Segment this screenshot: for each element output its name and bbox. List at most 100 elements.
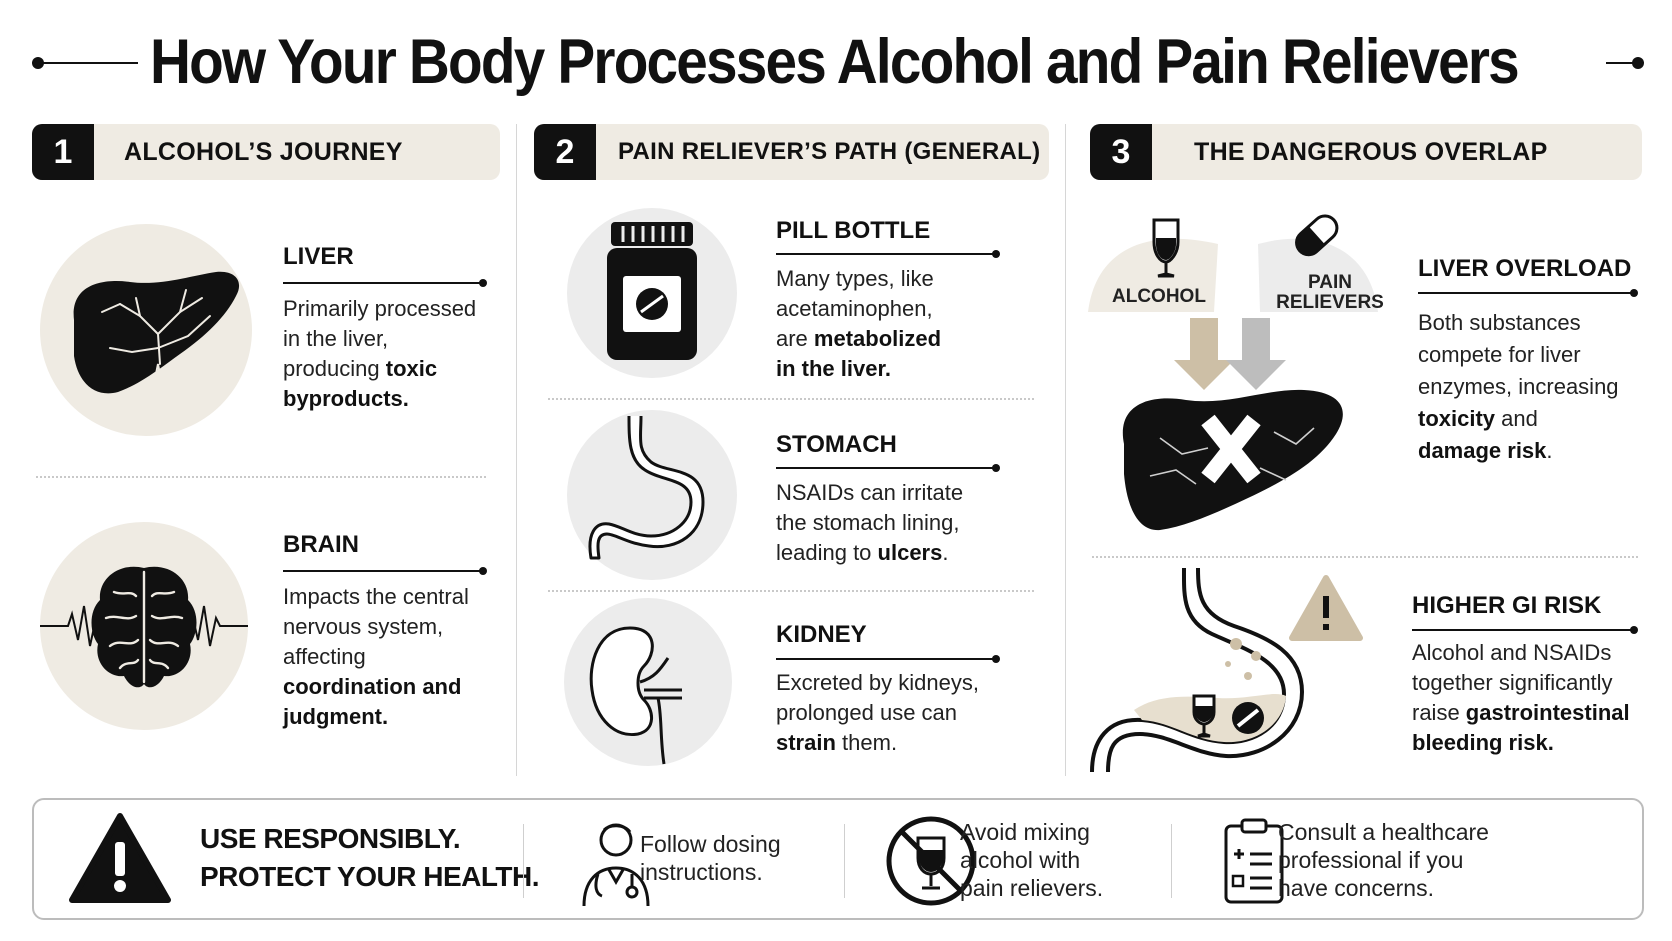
liver-overload-icon bbox=[1088, 214, 1378, 531]
item-text-liver: Primarily processed in the liver, producin… bbox=[283, 294, 503, 414]
stomach-warning-icon bbox=[1090, 567, 1363, 772]
text-line: Impacts the central bbox=[283, 584, 469, 609]
item-title-pill-bottle: PILL BOTTLE bbox=[776, 217, 931, 244]
warning-icon bbox=[69, 813, 171, 903]
tip-3-line-2: professional if you bbox=[1278, 847, 1464, 873]
tip-2-text: Avoid mixing alcohol with pain relievers… bbox=[960, 818, 1103, 902]
clipboard-icon bbox=[1224, 818, 1284, 904]
text-line: producing toxic bbox=[283, 356, 438, 381]
item-text-pill-bottle: Many types, like acetaminophen, are metabo… bbox=[776, 264, 1016, 384]
title-row: How Your Body Processes Alcohol and Pain… bbox=[0, 22, 1672, 102]
text-line: prolonged use can bbox=[776, 700, 958, 725]
page-title: How Your Body Processes Alcohol and Pain… bbox=[150, 27, 1520, 97]
text-line: Primarily processed bbox=[283, 296, 477, 321]
text-line: Alcohol and NSAIDs bbox=[1412, 640, 1612, 665]
text-line: damage risk. bbox=[1418, 438, 1553, 463]
text-line: leading to ulcers. bbox=[776, 540, 949, 565]
column-divider-2 bbox=[1065, 124, 1066, 776]
emphasis-text: toxic bbox=[385, 356, 438, 381]
item-rule bbox=[776, 464, 1000, 472]
text-line: the stomach lining, bbox=[776, 510, 960, 535]
emphasis-text: damage risk bbox=[1418, 438, 1547, 463]
emphasis-text: ulcers bbox=[877, 540, 943, 565]
footer-slogan-2: PROTECT YOUR HEALTH. bbox=[200, 861, 539, 892]
item-text-higher-gi-risk: Alcohol and NSAIDs together significantly… bbox=[1412, 638, 1644, 758]
item-rule bbox=[776, 250, 1000, 258]
item-title-higher-gi-risk: HIGHER GI RISK bbox=[1412, 592, 1602, 619]
column-2-heading: PAIN RELIEVER’S PATH (GENERAL) bbox=[618, 138, 1041, 165]
footer-divider bbox=[523, 824, 524, 898]
column-2-number: 2 bbox=[534, 124, 596, 180]
text-line: in the liver, bbox=[283, 326, 389, 351]
text-line: judgment. bbox=[283, 702, 503, 732]
emphasis-text: coordination and bbox=[283, 674, 462, 699]
tip-1-line-1: Follow dosing bbox=[640, 831, 781, 857]
emphasis-text: bleeding risk. bbox=[1412, 730, 1554, 755]
tip-2-line-3: pain relievers. bbox=[960, 875, 1104, 901]
title-right-dot bbox=[1632, 57, 1644, 69]
kidney-icon bbox=[564, 598, 732, 766]
column-1-number: 1 bbox=[32, 124, 94, 180]
text-line: enzymes, increasing bbox=[1418, 374, 1619, 399]
text-line: affecting bbox=[283, 644, 366, 669]
column-3-number: 3 bbox=[1090, 124, 1152, 180]
footer-slogan-1: USE RESPONSIBLY. bbox=[200, 823, 461, 854]
liver-icon bbox=[40, 224, 252, 436]
text-line: byproducts. bbox=[283, 384, 503, 414]
text-line: coordination and bbox=[283, 672, 503, 702]
text-line: toxicity and bbox=[1418, 406, 1538, 431]
emphasis-text: metabolized bbox=[813, 326, 942, 351]
tip-3-text: Consult a healthcare professional if you… bbox=[1278, 818, 1489, 902]
text-line: bleeding risk. bbox=[1412, 728, 1644, 758]
item-rule bbox=[283, 567, 487, 575]
tip-3-line-1: Consult a healthcare bbox=[1278, 819, 1489, 845]
column-3-header: 3 THE DANGEROUS OVERLAP bbox=[1090, 124, 1642, 180]
label-alcohol: ALCOHOL bbox=[1112, 286, 1206, 307]
brain-icon bbox=[40, 522, 248, 730]
item-rule bbox=[776, 655, 1000, 663]
item-title-stomach: STOMACH bbox=[776, 431, 897, 458]
item-text-stomach: NSAIDs can irritate the stomach lining, le… bbox=[776, 478, 1016, 568]
emphasis-text: judgment. bbox=[283, 704, 389, 729]
tip-2-line-1: Avoid mixing bbox=[960, 819, 1090, 845]
emphasis-text: strain bbox=[776, 730, 836, 755]
text-line: compete for liver bbox=[1418, 342, 1581, 367]
emphasis-text: in the liver. bbox=[776, 356, 891, 381]
item-rule bbox=[1418, 289, 1638, 297]
text-line: together significantly bbox=[1412, 670, 1613, 695]
stomach-icon bbox=[567, 410, 737, 580]
footer-divider bbox=[1171, 824, 1172, 898]
column-1-heading: ALCOHOL’S JOURNEY bbox=[124, 137, 403, 166]
emphasis-text: byproducts. bbox=[283, 386, 409, 411]
item-rule bbox=[283, 279, 487, 287]
text-line: NSAIDs can irritate bbox=[776, 480, 964, 505]
column-1-header: 1 ALCOHOL’S JOURNEY bbox=[32, 124, 500, 180]
column-3-heading: THE DANGEROUS OVERLAP bbox=[1194, 137, 1548, 166]
tip-1-line-2: instructions. bbox=[640, 859, 763, 885]
footer-panel: USE RESPONSIBLY. PROTECT YOUR HEALTH. Fo… bbox=[32, 798, 1644, 920]
doctor-icon bbox=[582, 823, 650, 907]
text-line: Many types, like bbox=[776, 266, 934, 291]
label-pain-relievers: PAIN RELIEVERS bbox=[1270, 273, 1390, 313]
item-title-liver: LIVER bbox=[283, 243, 354, 270]
title-right-line bbox=[1606, 62, 1642, 64]
section-divider bbox=[548, 590, 1034, 592]
label-pain-relievers-line-2: RELIEVERS bbox=[1276, 292, 1384, 313]
item-title-brain: BRAIN bbox=[283, 531, 359, 558]
item-title-liver-overload: LIVER OVERLOAD bbox=[1418, 255, 1632, 282]
footer-divider bbox=[844, 824, 845, 898]
text-line: strain them. bbox=[776, 730, 898, 755]
section-divider bbox=[1092, 556, 1638, 558]
emphasis-text: toxicity bbox=[1418, 406, 1496, 431]
title-left-line bbox=[38, 62, 138, 64]
no-alcohol-icon bbox=[886, 816, 976, 906]
label-pain-relievers-line-1: PAIN bbox=[1308, 272, 1352, 293]
text-line: are metabolized bbox=[776, 326, 942, 351]
section-divider bbox=[36, 476, 486, 478]
text-line: acetaminophen, bbox=[776, 296, 933, 321]
item-title-kidney: KIDNEY bbox=[776, 621, 867, 648]
tip-2-line-2: alcohol with bbox=[960, 847, 1081, 873]
